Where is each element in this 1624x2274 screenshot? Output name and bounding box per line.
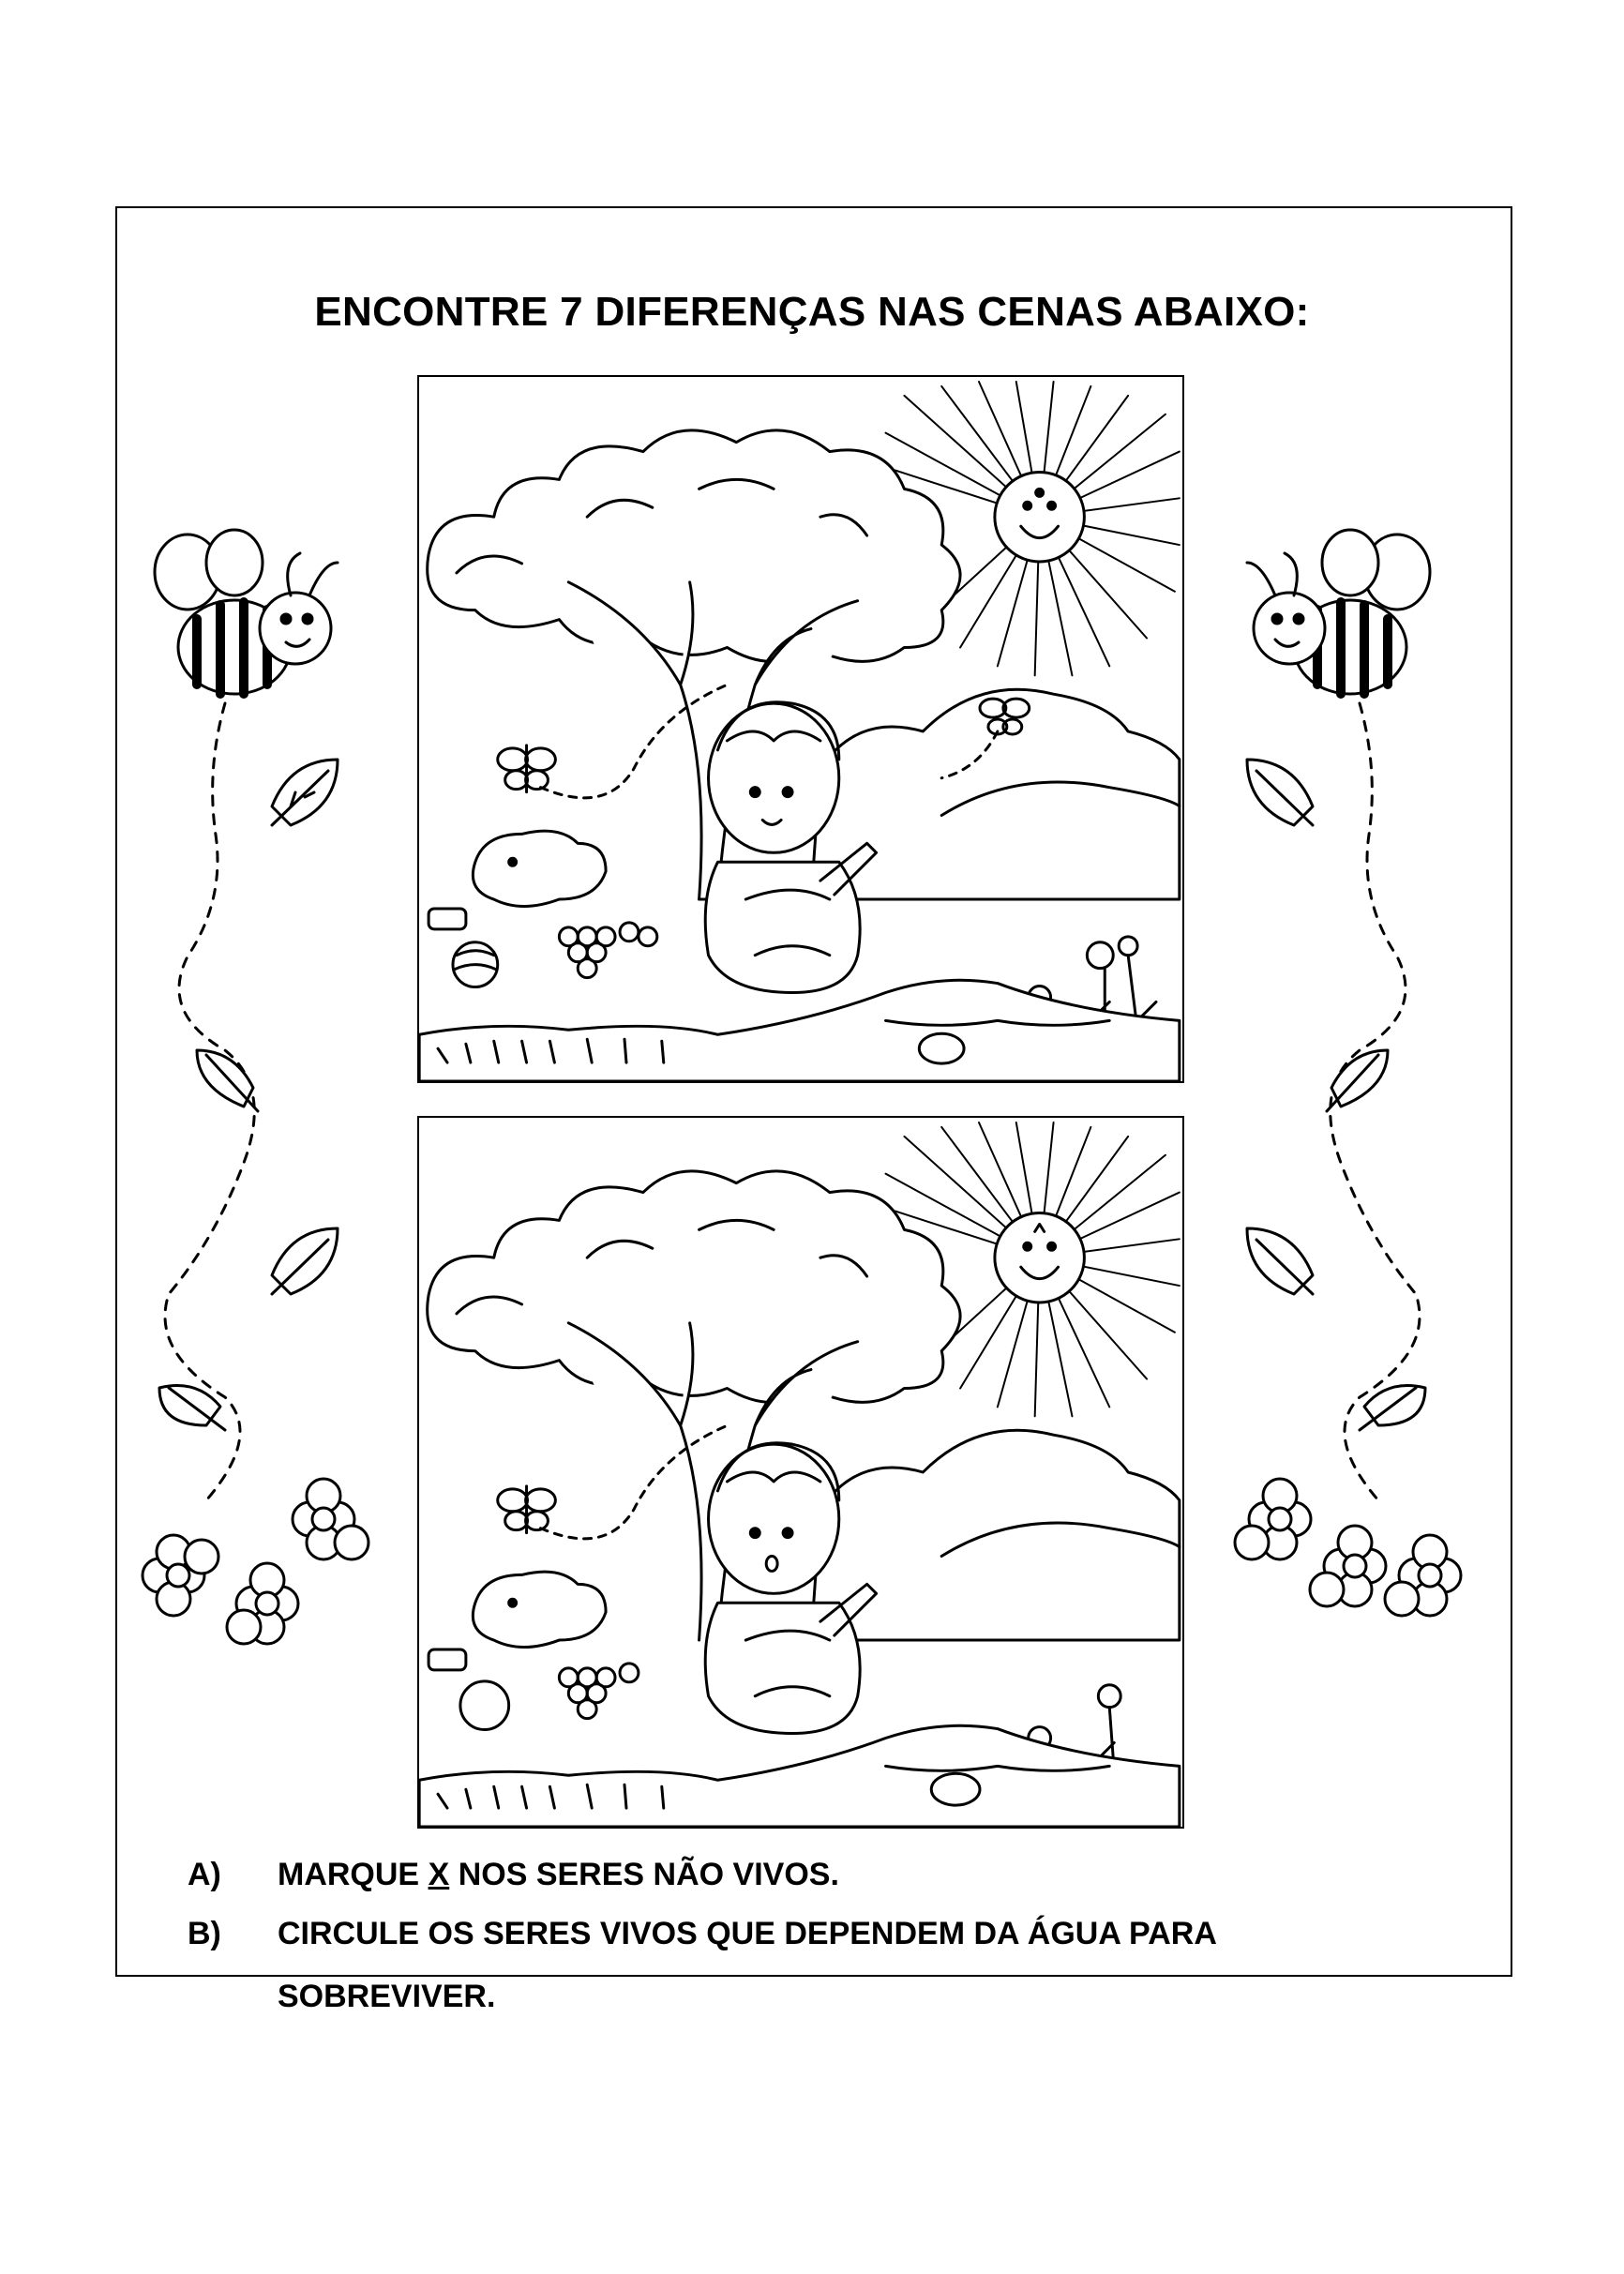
worksheet-frame [115, 206, 1512, 1977]
leaf-icon [1245, 758, 1315, 827]
right-border-decoration [1233, 528, 1463, 1618]
question-a-mark: X [428, 1857, 450, 1892]
frog [929, 1771, 982, 1807]
lamb [471, 829, 608, 908]
question-b-letter: B) [188, 1916, 221, 1951]
flower-icon [141, 1533, 220, 1618]
scene-top-panel[interactable] [417, 375, 1184, 1083]
scene-bottom-panel[interactable] [417, 1116, 1184, 1829]
grapes [557, 921, 659, 980]
leaf-icon [1325, 1048, 1390, 1113]
flower-icon [291, 1477, 370, 1561]
question-a-text-before: MARQUE [278, 1857, 429, 1892]
left-border-decoration [141, 528, 370, 1646]
basket [427, 907, 468, 931]
scene-top-drawing [419, 380, 1181, 1081]
butterfly-left [496, 744, 557, 794]
bee-icon [153, 528, 339, 699]
butterfly-left [496, 1484, 557, 1535]
leaf-icon [270, 758, 339, 827]
worksheet-title: ENCONTRE 7 DIFERENÇAS NAS CENAS ABAIXO: [314, 289, 1310, 335]
sun [993, 1211, 1086, 1304]
flower-icon [1308, 1524, 1388, 1608]
lamb [471, 1570, 608, 1649]
leaf-icon [195, 1048, 260, 1113]
basket [427, 1648, 468, 1672]
leaf-icon [158, 1384, 227, 1432]
flower-icon [1233, 1477, 1313, 1561]
question-b-line1: CIRCULE OS SERES VIVOS QUE DEPENDEM DA Á… [278, 1916, 1217, 1951]
question-a: A) MARQUE X NOS SERES NÃO VIVOS. [188, 1857, 839, 1893]
leaf-icon [270, 1227, 339, 1296]
ball [459, 1679, 511, 1732]
question-b: B) CIRCULE OS SERES VIVOS QUE DEPENDEM DA… [188, 1916, 1217, 1952]
flower-icon [225, 1561, 300, 1646]
butterfly-right [978, 697, 1031, 736]
leaf-icon [1245, 1227, 1315, 1296]
leaf-icon [1358, 1384, 1427, 1432]
question-a-letter: A) [188, 1857, 221, 1892]
child-body [703, 1601, 862, 1736]
child-body [703, 860, 862, 994]
scene-bottom-drawing [419, 1121, 1181, 1827]
bee-icon [1245, 528, 1432, 699]
question-b-line2: SOBREVIVER. [278, 1979, 496, 2014]
flower-icon [1383, 1533, 1463, 1618]
question-a-text-after: NOS SERES NÃO VIVOS. [449, 1857, 839, 1892]
grapes [557, 1662, 640, 1721]
frog [917, 1032, 966, 1065]
sun [993, 470, 1086, 564]
